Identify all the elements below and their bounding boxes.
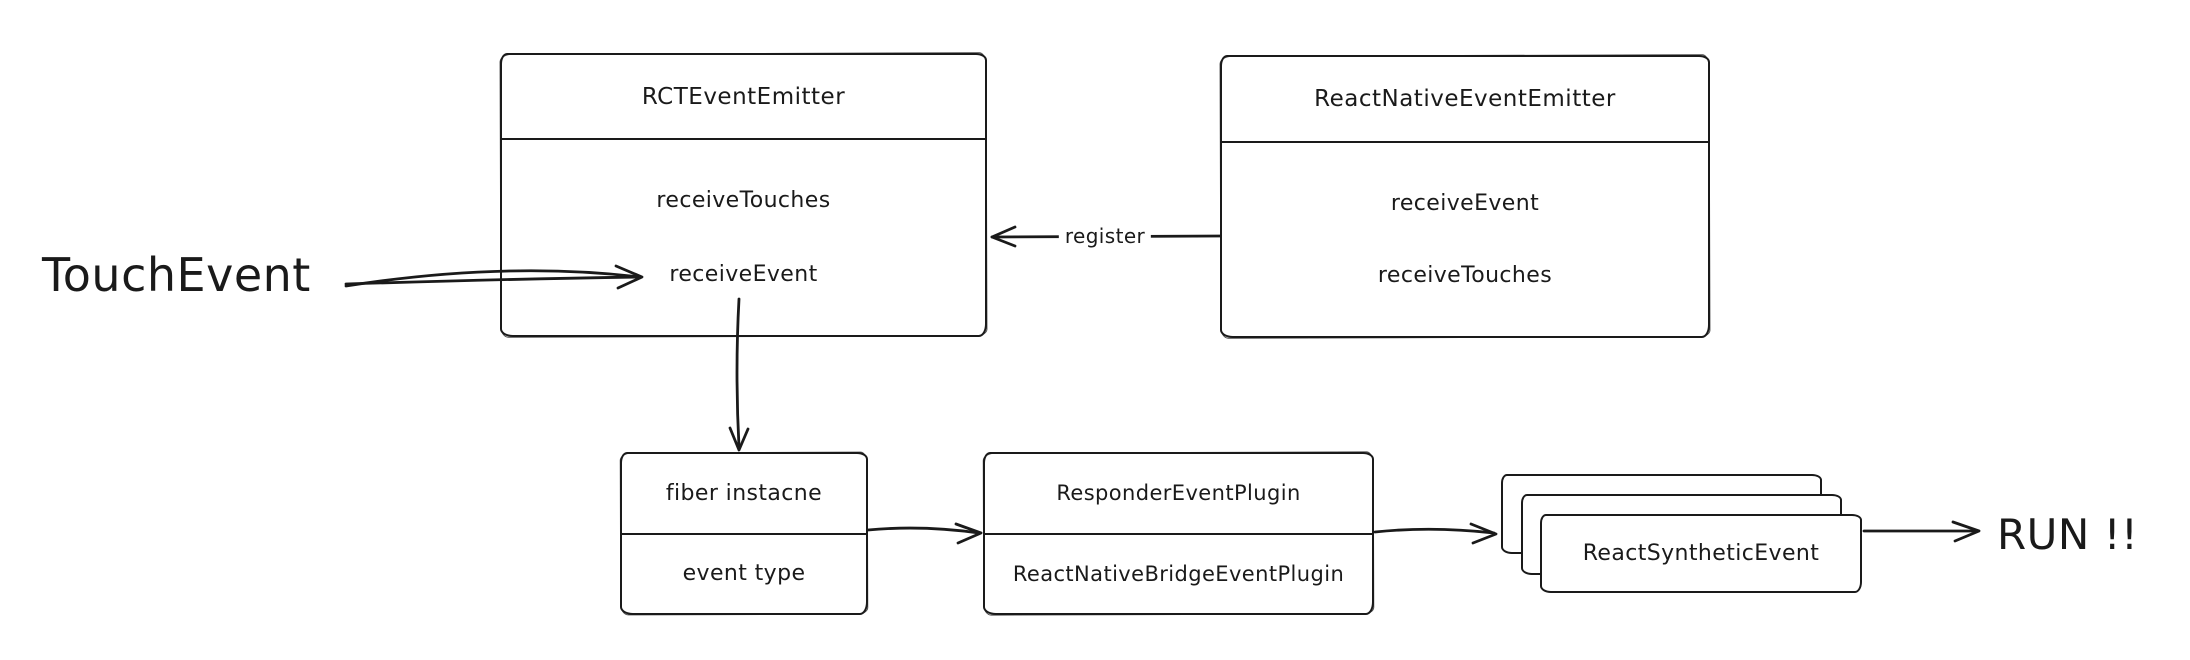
register-edge-label: register [1058, 224, 1152, 248]
react-native-event-emitter-title: ReactNativeEventEmitter [1222, 57, 1708, 143]
fiber-instance-row: fiber instacne [622, 454, 866, 535]
responder-event-plugin-row: ResponderEventPlugin [985, 454, 1372, 535]
method-receive-event: receiveEvent [1390, 190, 1540, 216]
arrowhead-plugins [954, 522, 983, 545]
method-receive-touches: receiveTouches [656, 188, 831, 214]
synthetic-event-card-front: ReactSyntheticEvent [1540, 514, 1862, 593]
event-type-row: event type [682, 561, 806, 587]
react-native-event-emitter-body: receiveEvent receiveTouches [1222, 143, 1708, 336]
arrowhead-run [1951, 520, 1981, 543]
arrow-plugins-to-stack [1373, 527, 1496, 535]
react-native-bridge-event-plugin-row: ReactNativeBridgeEventPlugin [1012, 561, 1345, 586]
rct-event-emitter-body: receiveTouches receiveEvent [502, 140, 985, 335]
arrow-fiber-to-plugins [866, 526, 981, 535]
method-receive-event: receiveEvent [669, 261, 818, 287]
fiber-instance-box: fiber instacne event type [620, 452, 868, 615]
react-native-event-emitter-box: ReactNativeEventEmitter receiveEvent rec… [1220, 55, 1710, 338]
rct-event-emitter-title: RCTEventEmitter [502, 55, 985, 140]
event-plugins-box: ResponderEventPlugin ReactNativeBridgeEv… [983, 452, 1374, 615]
touch-event-label: TouchEvent [42, 248, 311, 302]
arrowhead-stack [1469, 522, 1498, 545]
react-synthetic-event-label: ReactSyntheticEvent [1582, 541, 1820, 566]
method-receive-touches: receiveTouches [1377, 263, 1553, 289]
run-label: RUN !! [1997, 510, 2139, 559]
arrowhead-fiber [728, 426, 750, 452]
arrowhead-register [990, 225, 1017, 248]
rct-event-emitter-box: RCTEventEmitter receiveTouches receiveEv… [500, 53, 987, 337]
